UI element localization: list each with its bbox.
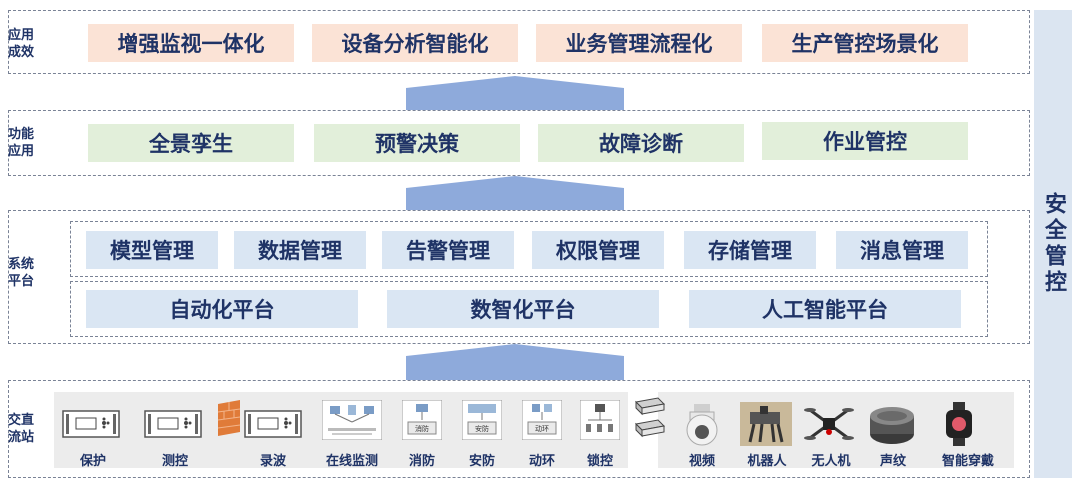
fire-icon-text: 消防 bbox=[415, 424, 429, 433]
effect-item-2: 设备分析智能化 bbox=[312, 24, 518, 62]
security-icon: 安防 bbox=[462, 400, 502, 440]
robot-icon bbox=[740, 402, 792, 446]
security-control-label: 安全管控 bbox=[1041, 192, 1066, 296]
device-label-video: 视频 bbox=[688, 454, 715, 469]
platform-item-1: 自动化平台 bbox=[86, 290, 358, 328]
device-label-protection: 保护 bbox=[79, 454, 106, 469]
fire-protection-icon: 消防 bbox=[402, 400, 442, 440]
env-icon-text: 动环 bbox=[535, 424, 549, 433]
layer-station bbox=[8, 380, 1030, 478]
online-monitor-icon bbox=[322, 400, 382, 440]
network-switch-icon bbox=[634, 397, 666, 438]
mgmt-item-6: 消息管理 bbox=[836, 231, 968, 269]
function-item-3: 故障诊断 bbox=[538, 124, 744, 162]
security-control-bar: 安全管控 bbox=[1034, 10, 1072, 478]
arrow-up-1 bbox=[406, 76, 624, 110]
recorder-device-icon bbox=[244, 410, 302, 438]
layer-station-label: 交直流站 bbox=[8, 413, 35, 445]
mgmt-item-4: 权限管理 bbox=[532, 231, 664, 269]
management-row bbox=[70, 221, 988, 277]
environment-icon: 动环 bbox=[522, 400, 562, 440]
arrow-up-3 bbox=[406, 344, 624, 380]
device-label-fire: 消防 bbox=[408, 454, 435, 469]
effect-item-4: 生产管控场景化 bbox=[762, 24, 968, 62]
device-label-environment: 动环 bbox=[528, 454, 555, 469]
firewall-icon bbox=[217, 400, 241, 436]
protection-device-icon bbox=[62, 410, 120, 438]
function-item-4: 作业管控 bbox=[762, 122, 968, 160]
platform-item-3: 人工智能平台 bbox=[689, 290, 961, 328]
function-item-1: 全景孪生 bbox=[88, 124, 294, 162]
device-label-recorder: 录波 bbox=[259, 454, 286, 469]
smart-wearable-icon bbox=[946, 402, 972, 446]
mgmt-item-1: 模型管理 bbox=[86, 231, 218, 269]
arrow-up-2 bbox=[406, 176, 624, 210]
device-label-robot: 机器人 bbox=[747, 454, 787, 469]
device-label-wearable: 智能穿戴 bbox=[941, 454, 994, 469]
mgmt-item-5: 存储管理 bbox=[684, 231, 816, 269]
device-label-drone: 无人机 bbox=[811, 454, 851, 469]
device-label-online-monitor: 在线监测 bbox=[325, 454, 378, 469]
effect-item-1: 增强监视一体化 bbox=[88, 24, 294, 62]
video-camera-icon bbox=[686, 404, 718, 446]
layer-app-effect bbox=[8, 10, 1030, 74]
layer-function-app-label: 功能应用 bbox=[8, 127, 35, 159]
layer-app-effect-label: 应用成效 bbox=[8, 28, 35, 60]
mgmt-item-2: 数据管理 bbox=[234, 231, 366, 269]
voiceprint-icon bbox=[870, 407, 914, 444]
device-label-measure-control: 测控 bbox=[161, 454, 188, 469]
device-label-lock-control: 锁控 bbox=[586, 454, 613, 469]
effect-item-3: 业务管理流程化 bbox=[536, 24, 742, 62]
device-label-security: 安防 bbox=[468, 454, 495, 469]
function-item-2: 预警决策 bbox=[314, 124, 520, 162]
layer-function-app bbox=[8, 110, 1030, 176]
mgmt-item-3: 告警管理 bbox=[382, 231, 514, 269]
platform-item-2: 数智化平台 bbox=[387, 290, 659, 328]
layer-system-platform bbox=[8, 210, 1030, 344]
lock-control-icon bbox=[580, 400, 620, 440]
layer-system-platform-label: 系统平台 bbox=[8, 257, 35, 289]
drone-icon bbox=[804, 408, 854, 440]
platform-row bbox=[70, 281, 988, 337]
device-label-voiceprint: 声纹 bbox=[879, 454, 906, 469]
measure-control-device-icon bbox=[144, 410, 202, 438]
security-icon-text: 安防 bbox=[475, 424, 489, 433]
